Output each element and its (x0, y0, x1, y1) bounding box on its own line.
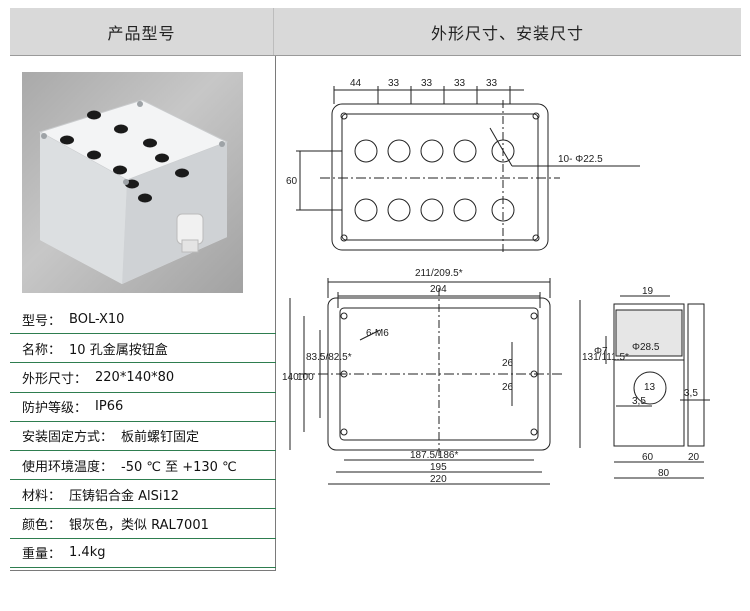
dim-label-100: 100 (297, 372, 314, 383)
side-dim-80: 80 (658, 468, 670, 479)
dim-label-26-b: 26 (502, 382, 514, 393)
dimensions-heading: 外形尺寸、安装尺寸 (430, 23, 584, 43)
side-dim-3-5-b: 3,5 (684, 388, 698, 399)
spec-row-color: 颜色：银灰色，类似 RAL7001 (10, 509, 276, 539)
dim-label-195: 195 (430, 462, 447, 473)
side-dim-60: 60 (642, 452, 654, 463)
side-dim-3-5-a: 3,5 (632, 396, 646, 407)
side-dim-20: 20 (688, 452, 700, 463)
dim-label-83-5: 83.5/82.5* (306, 352, 352, 363)
side-dim-19: 19 (642, 286, 654, 297)
hole-callout: 10- Φ22.5 (558, 154, 603, 165)
dim-label-220: 220 (430, 474, 447, 485)
spec-row-model: 型号：BOL-X10 (10, 305, 276, 335)
dim-label-140: 140 (282, 372, 299, 383)
dim-label-33-b: 33 (421, 78, 433, 89)
spec-row-size: 外形尺寸：220*140*80 (10, 363, 276, 393)
dim-label-33-a: 33 (388, 78, 400, 89)
dim-label-187-5: 187.5/186* (410, 450, 458, 461)
dim-label-33-d: 33 (486, 78, 498, 89)
spec-row-name: 名称：10 孔金属按钮盒 (10, 334, 276, 364)
spec-row-mounting: 安装固定方式：板前螺钉固定 (10, 422, 276, 451)
spec-row-temperature: 使用环境温度：-50 ℃ 至 +130 ℃ (10, 451, 276, 481)
dim-label-211: 211/209.5* (415, 268, 463, 279)
side-dim-phi7: Φ7 (594, 346, 608, 357)
spec-row-protection: 防护等级：IP66 (10, 393, 276, 422)
side-dim-13: 13 (644, 382, 656, 393)
dim-label-204: 204 (430, 284, 447, 295)
dim-label-33-c: 33 (454, 78, 466, 89)
dim-label-131: 131/111.5* (582, 352, 629, 363)
dim-label-60: 60 (286, 176, 298, 187)
column-divider (275, 56, 276, 570)
spec-row-weight: 重量：1.4kg (10, 539, 276, 568)
product-photo (22, 72, 243, 293)
table-header: 产品型号 外形尺寸、安装尺寸 (10, 8, 741, 56)
table-bottom-border (10, 570, 276, 571)
dim-label-26-a: 26 (502, 358, 514, 369)
product-model-heading: 产品型号 (10, 8, 274, 55)
spec-list: 型号：BOL-X10 名称：10 孔金属按钮盒 外形尺寸：220*140*80 … (10, 305, 276, 568)
spec-row-material: 材料：压铸铝合金 AlSi12 (10, 480, 276, 510)
dimension-drawing: 44 33 33 33 33 10- Φ22.5 60 211/209.5* 2… (282, 78, 710, 485)
dim-label-m6: 6-M6 (366, 328, 389, 339)
side-dim-phi28-5: Φ28.5 (632, 342, 660, 353)
dim-label-44: 44 (350, 78, 362, 89)
